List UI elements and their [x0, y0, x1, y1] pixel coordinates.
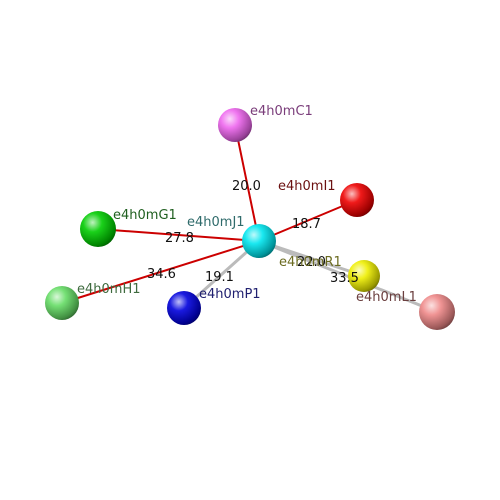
edge-j1-h1	[61, 240, 260, 304]
edge-label-h1: 34.6	[147, 267, 176, 282]
edge-label-g1: 27.8	[165, 231, 194, 246]
atom-g1	[80, 211, 116, 247]
edge-label-c1: 20.0	[232, 179, 261, 194]
edge-j1-c1	[234, 124, 260, 242]
edge-label-l1: 33.5	[330, 271, 359, 286]
atom-p1	[167, 291, 201, 325]
edge-j1-i1	[258, 199, 358, 242]
atom-label-h1: e4h0mH1	[77, 282, 141, 297]
nodes-layer	[45, 108, 455, 330]
atom-label-g1: e4h0mG1	[113, 208, 177, 223]
edge-label-p1: 19.1	[205, 270, 234, 285]
edge-j1-g1	[97, 228, 260, 242]
edge-label-i1: 18.7	[292, 217, 321, 232]
edge-label-r1: 22.0	[297, 255, 326, 270]
atom-c1	[218, 108, 252, 142]
atom-label-c1: e4h0mC1	[250, 104, 313, 119]
atom-label-r1: e4h0mR1	[279, 255, 342, 270]
atom-label-i1: e4h0mI1	[278, 179, 336, 194]
edge-labels-layer: 20.0 18.7 27.8 34.6 19.1 22.0 33.5	[147, 179, 359, 286]
node-labels-layer: e4h0mJ1 e4h0mC1 e4h0mI1 e4h0mG1 e4h0mH1 e4h0m…	[77, 104, 417, 305]
edge-j1-l1	[257, 239, 439, 314]
atom-i1	[340, 183, 374, 217]
atom-label-l1: e4h0mL1	[356, 290, 417, 305]
atom-h1	[45, 286, 79, 320]
atom-label-p1: e4h0mP1	[199, 287, 261, 302]
atom-j1	[242, 224, 276, 258]
atom-l1	[419, 294, 455, 330]
atom-label-j1: e4h0mJ1	[187, 215, 245, 230]
atom-r1	[348, 260, 380, 292]
